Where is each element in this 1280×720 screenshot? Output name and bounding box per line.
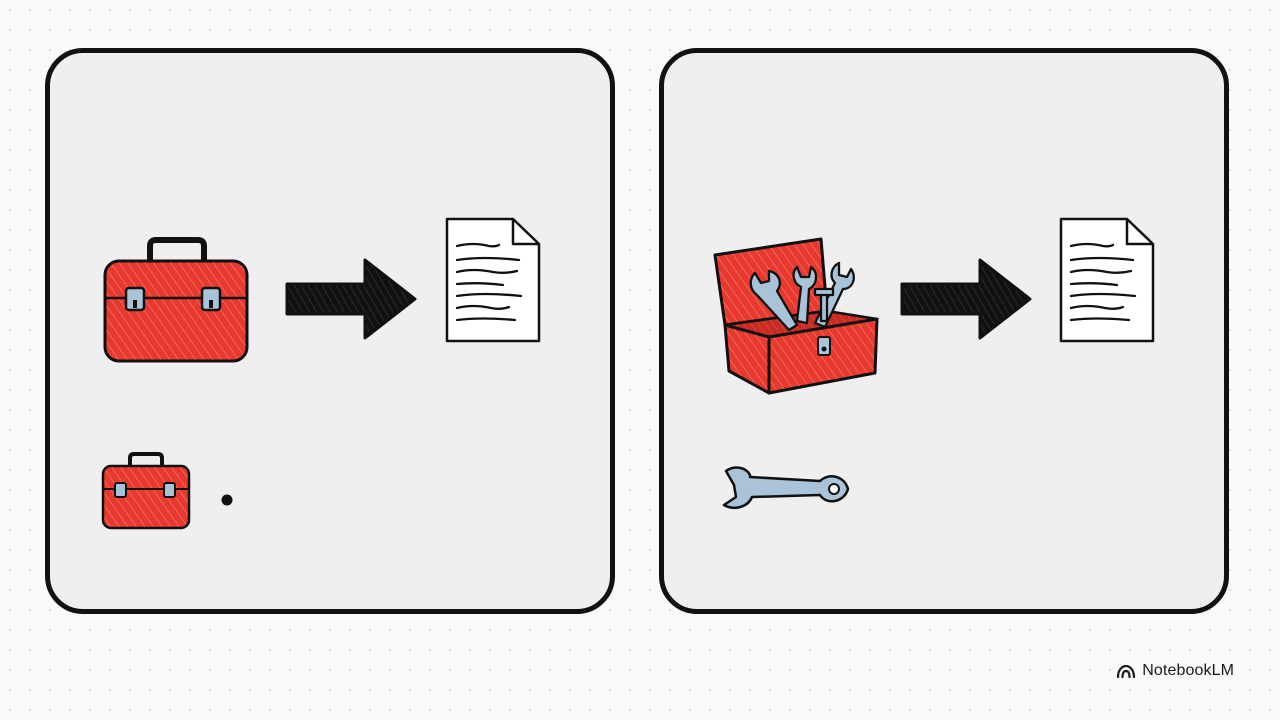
document-icon	[1059, 217, 1155, 343]
notebooklm-brand: NotebookLM	[1116, 659, 1234, 683]
notebooklm-logo-icon	[1117, 664, 1136, 678]
wrench-icon	[722, 466, 850, 509]
bullet-dot-icon	[221, 494, 233, 506]
right-panel	[659, 48, 1229, 614]
left-panel	[45, 48, 615, 614]
arrow-right-icon	[900, 258, 1032, 340]
closed-toolbox-icon	[103, 237, 249, 363]
brand-name: NotebookLM	[1142, 662, 1234, 679]
small-toolbox-icon	[101, 452, 191, 530]
open-toolbox-with-wrenches-icon	[713, 237, 879, 395]
document-icon	[445, 217, 541, 343]
arrow-right-icon	[285, 258, 417, 340]
